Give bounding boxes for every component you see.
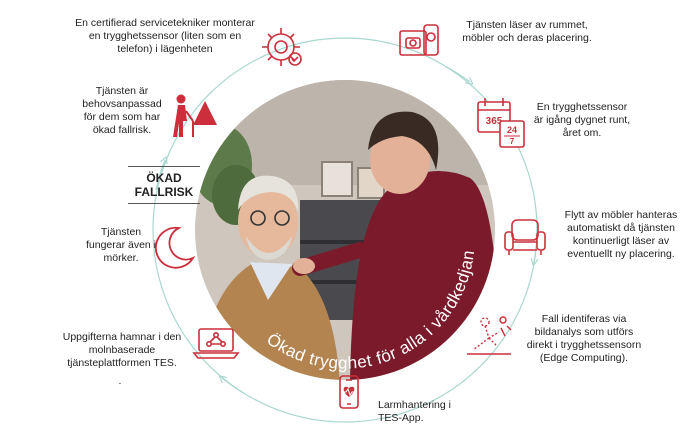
step-cloud-text: Uppgifterna hamnar i den molnbaserade tj… (62, 331, 182, 369)
trailing-dot: . (118, 375, 122, 387)
calendar-icon: 365 24 7 (477, 98, 525, 148)
laptop-network-icon (192, 328, 240, 359)
moon-icon (154, 226, 196, 269)
ring-arrow (155, 160, 165, 191)
person-cane-warning-icon (173, 94, 217, 137)
fall-risk-badge: ÖKAD FALLRISK (128, 166, 200, 204)
ring-arrow (534, 229, 537, 262)
step-alarm-text: Larmhantering i TES-App. (378, 399, 451, 424)
ring-arrow (222, 378, 246, 395)
step-adapted-text: Tjänsten är behovsanpassad för dem som h… (82, 85, 162, 136)
step-fall-detect-text: Fall identiferas via bildanalys som utfö… (526, 313, 642, 364)
armchair-icon (504, 219, 546, 255)
phone-heart-icon (339, 375, 359, 409)
gear-wrench-icon (262, 28, 302, 66)
step-darkness-text: Tjänsten fungerar även i mörker. (85, 226, 157, 264)
calendar-hours: 24 (507, 125, 517, 135)
central-photo (195, 80, 495, 380)
badge-line-2: FALLRISK (134, 185, 194, 199)
step-install-text: En certifierad servicetekniker monterar … (75, 17, 255, 55)
badge-line-1: ÖKAD (146, 171, 182, 185)
falling-person-icon (467, 316, 512, 355)
step-read-room-text: Tjänsten läser av rummet, möbler och der… (462, 19, 592, 44)
step-always-on-text: En trygghetssensor är igång dygnet runt,… (533, 101, 631, 139)
step-furniture-text: Flytt av möbler hanteras automatiskt då … (564, 209, 678, 260)
ring-arrow (444, 65, 470, 82)
calendar-week: 7 (510, 137, 515, 146)
camera-sensor-icon (399, 24, 439, 56)
calendar-days: 365 (486, 116, 503, 127)
